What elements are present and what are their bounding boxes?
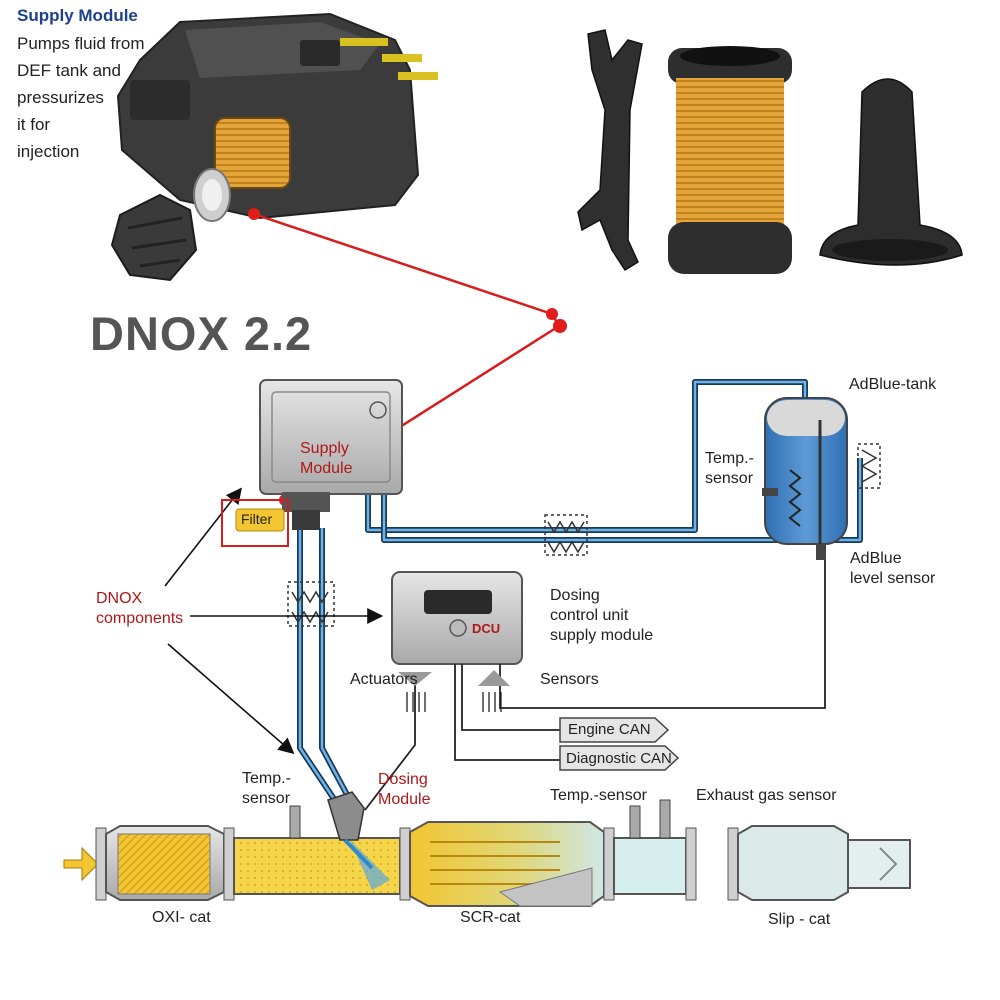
supply-module-housing: [259, 379, 403, 530]
exhaust-sensors: [289, 799, 671, 839]
dnox-pointer-arrows: [164, 487, 384, 755]
supply-module-caption-line-1: Pumps fluid from: [17, 34, 145, 53]
wrench-tool-photo: [577, 29, 643, 272]
dosing-module: [327, 791, 374, 870]
dosing-control-unit-label-3: supply module: [550, 627, 654, 644]
supply-module-label-1: Supply: [300, 440, 349, 457]
adblue-tank: [762, 397, 848, 560]
supply-module-caption-line-2: DEF tank and: [17, 61, 121, 80]
scr-cat-label: SCR-cat: [460, 909, 521, 926]
diagram-title: DNOX 2.2: [90, 307, 313, 360]
can-connectors: [559, 717, 680, 771]
filter-tag: [235, 508, 285, 532]
tank-temp-sensor-label-2: sensor: [705, 470, 754, 487]
adblue-level-sensor-label-1: AdBlue: [850, 550, 902, 567]
diagnostic-can-label: Diagnostic CAN: [566, 750, 672, 767]
supply-module-caption-title: Supply Module: [17, 6, 138, 25]
dnox-components-label-1: DNOX: [96, 590, 143, 607]
slip-cat-label: Slip - cat: [768, 911, 831, 928]
pipe-heater-coils: [287, 443, 881, 627]
supply-module-label-2: Module: [300, 460, 353, 477]
sensors-label: Sensors: [540, 671, 599, 688]
dosing-control-unit-label-2: control unit: [550, 607, 629, 624]
supply-module-caption-line-3: pressurizes: [17, 88, 104, 107]
supply-module-caption-line-5: injection: [17, 142, 80, 161]
dcu-label: DCU: [472, 621, 501, 636]
supply-module-photo: [110, 12, 438, 282]
replacement-filter-photo: [668, 46, 792, 274]
exhaust-temp-sensor-label-2: sensor: [242, 790, 291, 807]
engine-can-label: Engine CAN: [568, 721, 651, 738]
callout-line: [248, 208, 567, 506]
rubber-cap-photo: [819, 78, 963, 266]
exhaust-line: [63, 821, 911, 907]
oxi-cat-label: OXI- cat: [152, 909, 211, 926]
dcu-unit: [391, 571, 523, 665]
exhaust-temp-sensor-label-1: Temp.-: [242, 770, 291, 787]
filter-label: Filter: [241, 511, 273, 527]
supply-module-caption-line-4: it for: [17, 115, 51, 134]
actuators-label: Actuators: [350, 671, 418, 688]
scr-temp-sensor-label: Temp.-sensor: [550, 787, 647, 804]
exhaust-gas-sensor-label: Exhaust gas sensor: [696, 787, 837, 804]
tank-temp-sensor-label-1: Temp.-: [705, 450, 754, 467]
dnox-components-label-2: components: [96, 610, 184, 627]
adblue-level-sensor-label-2: level sensor: [850, 570, 936, 587]
fluid-pipes: [297, 379, 863, 810]
adblue-tank-label: AdBlue-tank: [849, 376, 937, 393]
filter-highlight-box: [221, 499, 289, 547]
dosing-module-label-1: Dosing: [378, 771, 428, 788]
dosing-control-unit-label-1: Dosing: [550, 587, 600, 604]
actuator-sensor-arrows: [398, 670, 510, 712]
dosing-module-label-2: Module: [378, 791, 431, 808]
